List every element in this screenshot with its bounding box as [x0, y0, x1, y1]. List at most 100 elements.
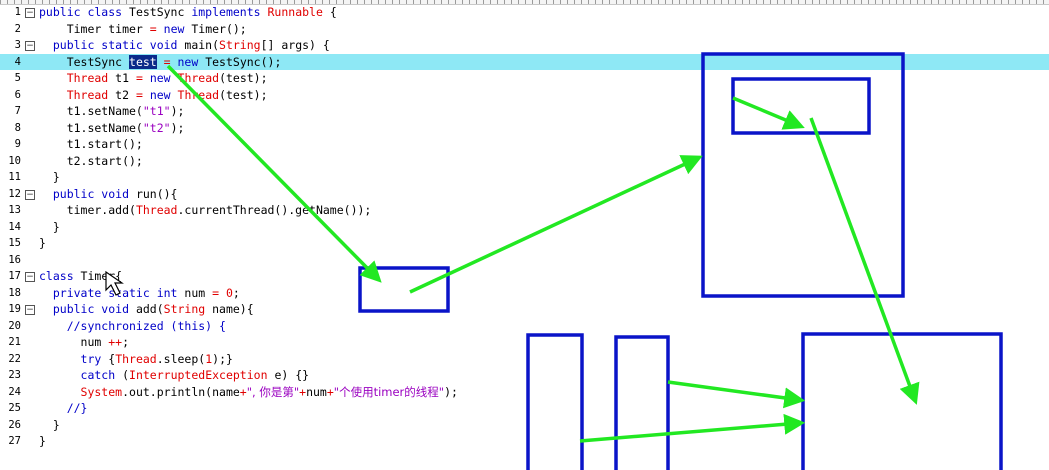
code-token: Thread — [177, 71, 220, 85]
code-line[interactable]: 4 TestSync test = new TestSync(); — [0, 53, 1049, 71]
code-line[interactable]: 3− public static void main(String[] args… — [0, 37, 1049, 54]
code-token: Runnable — [267, 5, 323, 19]
code-token: //synchronized (this) { — [39, 318, 226, 333]
line-number: 16 — [8, 253, 21, 266]
code-token: = 0 — [212, 285, 233, 300]
code-token: String — [219, 38, 261, 52]
code-token: public void — [39, 302, 136, 316]
line-number: 13 — [8, 204, 21, 216]
line-number: 8 — [14, 121, 21, 134]
line-number: 23 — [8, 369, 21, 381]
code-line[interactable]: 5 Thread t1 = new Thread(test); — [0, 70, 1049, 87]
code-token: ; — [232, 285, 240, 300]
code-token: InterruptedException — [129, 368, 275, 382]
code-line[interactable]: 25 //} — [0, 400, 1049, 417]
code-line[interactable]: 8 t1.setName("t2"); — [0, 120, 1049, 137]
fold-toggle-icon[interactable]: − — [25, 272, 35, 282]
code-token: + — [326, 384, 334, 399]
code-token: new — [149, 71, 178, 85]
code-token: t1.start(); — [39, 137, 143, 151]
code-line[interactable]: 22 try {Thread.sleep(1);} — [0, 351, 1049, 368]
line-number: 26 — [8, 418, 21, 431]
code-token: ); — [170, 120, 185, 135]
code-text: public void run(){ — [39, 186, 178, 203]
line-number: 24 — [8, 385, 21, 398]
code-token: Thread — [39, 71, 116, 85]
mouse-cursor-icon — [105, 270, 124, 296]
code-line[interactable]: 26 } — [0, 417, 1049, 434]
code-text: timer.add(Thread.currentThread().getName… — [39, 202, 372, 219]
code-token: t2.start(); — [39, 153, 143, 168]
stack-box — [358, 266, 450, 313]
code-line[interactable]: 7 t1.setName("t1"); — [0, 103, 1049, 120]
code-line[interactable]: 27} — [0, 433, 1049, 450]
line-number: 10 — [8, 154, 21, 167]
code-token: .out.println(name — [122, 384, 240, 399]
code-token: name){ — [212, 302, 254, 316]
code-token: timer.add( — [39, 203, 136, 217]
arrow-field-to-timer — [809, 117, 920, 405]
line-number: 17 — [8, 270, 21, 282]
code-token: public void — [39, 186, 136, 201]
code-line[interactable]: 15} — [0, 235, 1049, 252]
code-token: } — [39, 236, 46, 250]
code-line[interactable]: 21 num ++; — [0, 334, 1049, 351]
code-editor[interactable]: 1−public class TestSync implements Runna… — [0, 4, 1049, 450]
code-text: t1.start(); — [39, 136, 143, 153]
code-text: } — [39, 169, 60, 186]
code-line[interactable]: 19− public void add(String name){ — [0, 301, 1049, 318]
code-line[interactable]: 20 //synchronized (this) { — [0, 318, 1049, 335]
fold-toggle-icon[interactable]: − — [25, 189, 35, 200]
code-line[interactable]: 23 catch (InterruptedException e) {} — [0, 367, 1049, 384]
code-token: { — [322, 5, 337, 19]
code-token: = — [135, 71, 150, 85]
code-token: TestSync — [129, 5, 192, 19]
code-text: TestSync test = new TestSync(); — [39, 54, 281, 71]
code-token: t2 — [115, 87, 136, 102]
fold-toggle-icon[interactable]: − — [25, 305, 35, 315]
code-line[interactable]: 10 t2.start(); — [0, 153, 1049, 170]
code-token: } — [39, 170, 60, 184]
code-token: String — [163, 302, 213, 316]
code-token: public static void — [39, 38, 185, 52]
code-line[interactable]: 16 — [0, 252, 1049, 269]
line-number: 4 — [14, 55, 21, 68]
code-line[interactable]: 11 } — [0, 169, 1049, 186]
code-line[interactable]: 9 t1.start(); — [0, 136, 1049, 153]
fold-toggle-icon[interactable]: − — [25, 8, 35, 18]
code-token: System — [39, 384, 123, 399]
code-token: "个使用timer的线程" — [333, 384, 445, 399]
code-token: public class — [39, 5, 130, 19]
arrow-stack-to-object — [409, 155, 703, 294]
code-token: "t2" — [142, 120, 171, 135]
code-token: } — [39, 434, 46, 448]
code-token: new — [149, 87, 178, 102]
line-number: 25 — [8, 402, 21, 414]
code-token: Timer(); — [191, 21, 247, 36]
line-number: 15 — [8, 237, 21, 249]
code-token: Thread — [39, 87, 116, 102]
code-line[interactable]: 14 } — [0, 219, 1049, 236]
code-token: TestSync — [39, 54, 130, 69]
code-text: catch (InterruptedException e) {} — [39, 367, 310, 384]
code-token: t1 — [115, 71, 136, 85]
heap-field-box — [731, 77, 871, 135]
line-number: 18 — [8, 286, 21, 299]
code-text: t1.setName("t2"); — [39, 120, 185, 137]
code-line[interactable]: 12− public void run(){ — [0, 186, 1049, 203]
code-token: + — [239, 384, 247, 399]
code-line[interactable]: 24 System.out.println(name+", 你是第"+num+"… — [0, 384, 1049, 401]
arrow-thread2-to-timer — [667, 380, 806, 409]
code-token: num — [39, 335, 109, 349]
arrow-thread1-to-timer — [579, 413, 806, 443]
code-line[interactable]: 2 Timer timer = new Timer(); — [0, 21, 1049, 38]
line-number: 9 — [14, 138, 21, 150]
code-token: add( — [135, 302, 164, 316]
code-token: .currentThread().getName()); — [177, 203, 372, 217]
line-number: 7 — [14, 105, 21, 117]
code-line[interactable]: 13 timer.add(Thread.currentThread().getN… — [0, 202, 1049, 219]
fold-toggle-icon[interactable]: − — [25, 41, 35, 51]
code-text: } — [39, 219, 60, 236]
code-line[interactable]: 1−public class TestSync implements Runna… — [0, 4, 1049, 21]
